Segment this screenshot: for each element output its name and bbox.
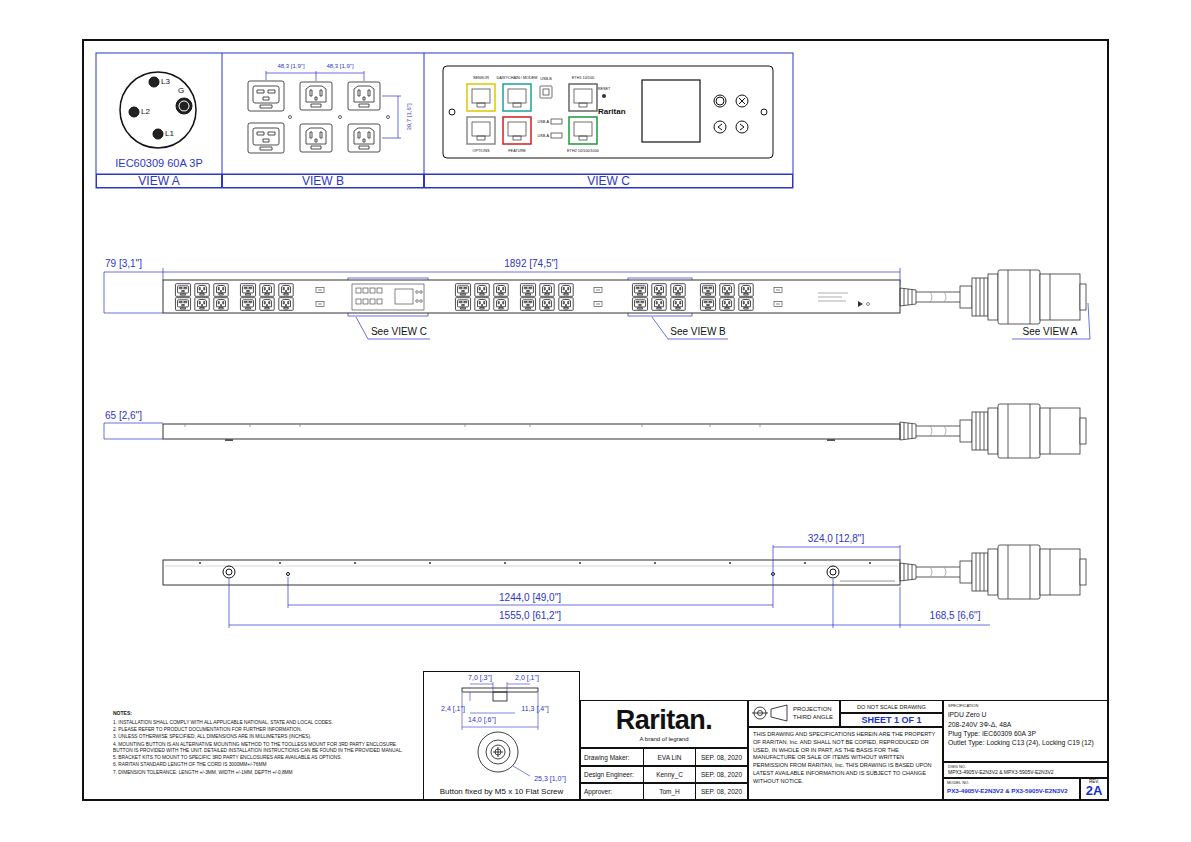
pin-label: L2 bbox=[141, 107, 150, 116]
port-label: DAISYCHAIN / MODEM bbox=[497, 76, 538, 80]
dimension: 79 [3,1"] bbox=[105, 258, 142, 270]
dimension: 39,7 [1,6"] bbox=[406, 103, 413, 130]
port-label: RESET bbox=[598, 87, 611, 91]
logo-cell-text: Raritan. bbox=[616, 707, 713, 734]
signature-row-text: Tom_H bbox=[643, 784, 695, 799]
port-label: USB-A bbox=[537, 133, 549, 137]
model-number-cell-text: PX3-4905V-E2N3V2 & PX3-5905V-E2N3V2 bbox=[947, 787, 1076, 794]
dimension: 1892 [74,5"] bbox=[504, 258, 558, 270]
note: 5. BRACKET KITS TO MOUNT TO SPECIFIC 3RD… bbox=[113, 755, 418, 761]
spec-cell-text: Outlet Type: Locking C13 (24), Locking C… bbox=[948, 738, 1103, 747]
port-label: FEATURE bbox=[508, 149, 525, 153]
note: 7. DIMENSION TOLERANCE: LENGTH +/-3MM, W… bbox=[113, 770, 418, 776]
spec-cell-text: Plug Type: IEC60309 60A 3P bbox=[948, 729, 1103, 738]
title-cell-text: DO NOT SCALE DRAWING bbox=[857, 704, 926, 710]
signature-row-text: EVA LIN bbox=[643, 749, 695, 765]
signature-row: Drawing Maker:EVA LINSEP. 08, 2020 bbox=[580, 748, 748, 766]
logo-text: Raritan bbox=[598, 107, 626, 116]
revision-cell: REV.2A bbox=[1080, 778, 1108, 800]
note: 6. RARITAN STANDARD LENGTH OF THE CORD I… bbox=[113, 762, 418, 768]
view-band: VIEW C bbox=[424, 174, 793, 188]
port-label: USB-B bbox=[540, 77, 552, 81]
sheet-cell: SHEET 1 OF 1 bbox=[840, 713, 943, 727]
port-label: ETH2 10/100/1000 bbox=[567, 149, 599, 153]
signature-row-text: Drawing Maker: bbox=[581, 749, 643, 765]
dimension: 324,0 [12,8"] bbox=[808, 533, 864, 545]
spec-cell-text: iPDU Zero U bbox=[948, 710, 1103, 719]
drawing-number-cell-text: DWG NO. bbox=[948, 764, 1103, 769]
detail-box-text: Button fixed by M5 x 10 Flat Screw bbox=[440, 787, 564, 796]
dimension: 2,0 [,1"] bbox=[515, 674, 539, 682]
spec-cell-text: SPECIFICATION bbox=[948, 703, 1103, 708]
sheet-cell-text: SHEET 1 OF 1 bbox=[861, 715, 921, 725]
signature-row-text: Approver: bbox=[581, 784, 643, 799]
dimension: 48,3 [1,9"] bbox=[326, 63, 353, 70]
note: 3. UNLESS OTHERWISE SPECIFIED, ALL DIMEN… bbox=[113, 734, 418, 740]
view-callout: See VIEW C bbox=[371, 326, 427, 338]
signature-row-text: SEP. 08, 2020 bbox=[695, 767, 747, 782]
logo-cell-text: A brand of legrand bbox=[639, 736, 688, 742]
port-label: SENSOR bbox=[473, 76, 489, 80]
pin-label: L1 bbox=[165, 129, 174, 138]
view-callout: See VIEW A bbox=[1022, 326, 1077, 338]
port-label: OPTIONS bbox=[472, 149, 489, 153]
view-band-text: VIEW C bbox=[587, 174, 630, 188]
dimension: 168,5 [6,6"] bbox=[930, 610, 981, 622]
model-number-cell-text: MODEL NO. bbox=[947, 780, 1076, 785]
projection-cell-text: PROJECTION THIRD ANGLE bbox=[793, 706, 839, 720]
dimension: 14,0 [,6"] bbox=[468, 716, 496, 724]
spec-cell-text: 208-240V 3Φ-Δ, 48A bbox=[948, 720, 1103, 729]
disclaimer-cell: THIS DRAWING AND SPECIFICATIONS HEREIN A… bbox=[748, 727, 943, 800]
pin-label: L3 bbox=[161, 77, 170, 86]
plug-type: IEC60309 60A 3P bbox=[115, 157, 202, 170]
view-callout: See VIEW B bbox=[670, 326, 726, 338]
signature-row: Approver:Tom_HSEP. 08, 2020 bbox=[580, 783, 748, 800]
dimension: 1244,0 [49,0"] bbox=[499, 592, 561, 604]
spec-cell: SPECIFICATION iPDU Zero U208-240V 3Φ-Δ, 4… bbox=[943, 700, 1108, 762]
signature-row-text: Design Engineer: bbox=[581, 767, 643, 782]
dimension: 48,3 [1,9"] bbox=[277, 63, 304, 70]
model-number-cell: MODEL NO. PX3-4905V-E2N3V2 & PX3-5905V-E2… bbox=[943, 778, 1080, 800]
view-band-text: VIEW A bbox=[138, 174, 179, 188]
projection-cell: PROJECTION THIRD ANGLE bbox=[748, 700, 840, 727]
logo-cell: Raritan. A brand of legrand bbox=[580, 700, 748, 748]
drawing-number-cell-text: MPX3-4905V-E2N3V2 & MPX3-5905V-E2N3V2 bbox=[948, 769, 1103, 775]
view-band: VIEW A bbox=[96, 174, 222, 188]
signature-row-text: SEP. 08, 2020 bbox=[695, 749, 747, 765]
note: 4. MOUNTING BUTTON IS AN ALTERNATIVE MOU… bbox=[113, 742, 418, 754]
dimension: 25,3 [1,0"] bbox=[534, 775, 566, 783]
title-cell: DO NOT SCALE DRAWING bbox=[840, 700, 943, 713]
view-band: VIEW B bbox=[222, 174, 424, 188]
dimension: 1555,0 [61,2"] bbox=[499, 610, 561, 622]
pin-label: G bbox=[178, 86, 184, 95]
signature-row: Design Engineer:Kenny_CSEP. 08, 2020 bbox=[580, 766, 748, 783]
view-band-text: VIEW B bbox=[302, 174, 344, 188]
port-label: ETH1 10/100 bbox=[572, 76, 594, 80]
drawing-number-cell: DWG NO.MPX3-4905V-E2N3V2 & MPX3-5905V-E2… bbox=[943, 762, 1108, 778]
dimension: 11,3 [,4"] bbox=[521, 705, 548, 713]
signature-row-text: Kenny_C bbox=[643, 767, 695, 782]
note: 2. PLEASE REFER TO PRODUCT DOCUMENTATION… bbox=[113, 727, 418, 733]
signature-row-text: SEP. 08, 2020 bbox=[695, 784, 747, 799]
note: 1. INSTALLATION SHALL COMPLY WITH ALL AP… bbox=[113, 720, 418, 726]
revision-cell-text: 2A bbox=[1086, 784, 1103, 797]
dimension: 2,4 [,1"] bbox=[441, 705, 465, 713]
disclaimer-cell-text: THIS DRAWING AND SPECIFICATIONS HEREIN A… bbox=[753, 731, 938, 786]
port-label: USB-A bbox=[537, 119, 549, 123]
dimension: 65 [2,6"] bbox=[105, 410, 142, 422]
notes-heading: NOTES: bbox=[113, 711, 132, 717]
dimension: 7,0 [,3"] bbox=[468, 674, 492, 682]
